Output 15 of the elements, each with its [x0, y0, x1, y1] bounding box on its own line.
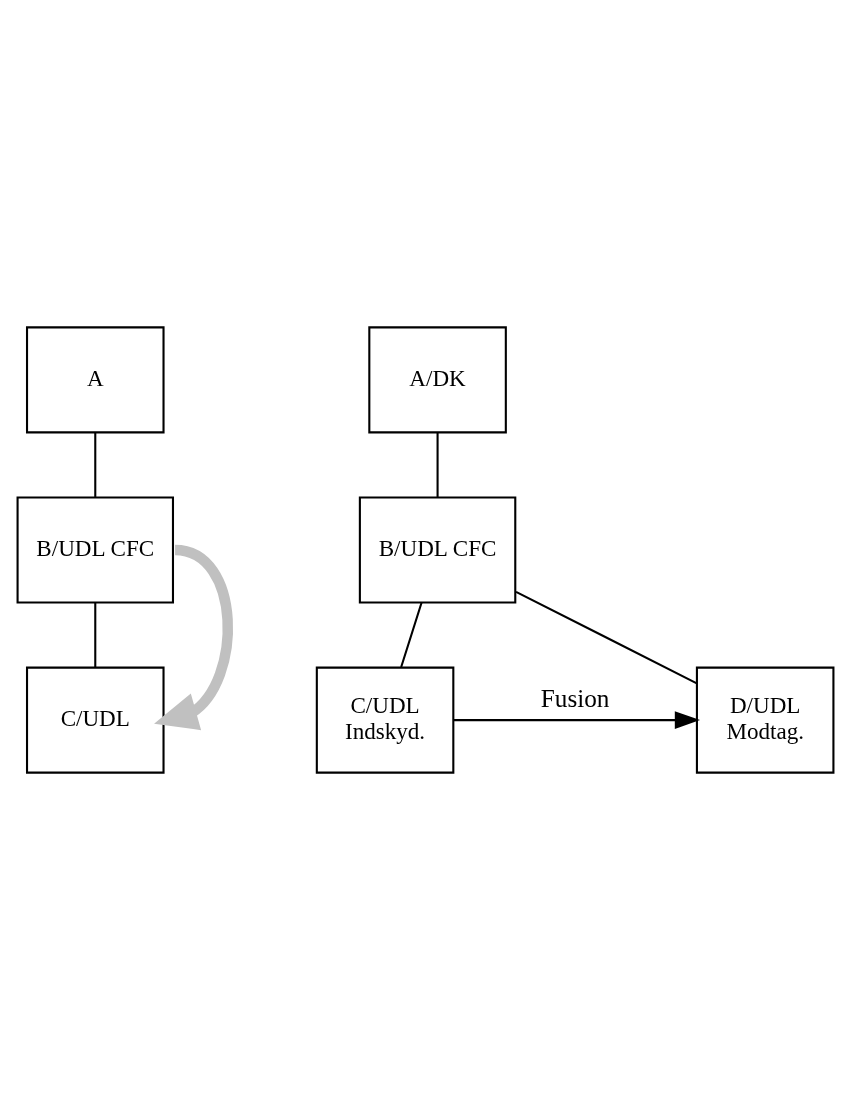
node-box: C/UDL [25, 666, 165, 774]
node-box: B/UDL CFC [358, 496, 516, 604]
node-box: A [25, 326, 165, 434]
arrow [453, 711, 700, 729]
connector [93, 432, 96, 497]
connector [515, 590, 697, 685]
edge-label: Fusion [540, 684, 609, 712]
node-box: B/UDL CFC [16, 496, 174, 604]
node-box: D/UDL Modtag. [695, 666, 834, 774]
arrow [153, 544, 233, 731]
connector [436, 432, 439, 497]
connector [399, 602, 423, 668]
connector [93, 602, 96, 668]
node-box: C/UDL Indskyd. [315, 666, 454, 774]
node-box: A/DK [367, 326, 507, 434]
